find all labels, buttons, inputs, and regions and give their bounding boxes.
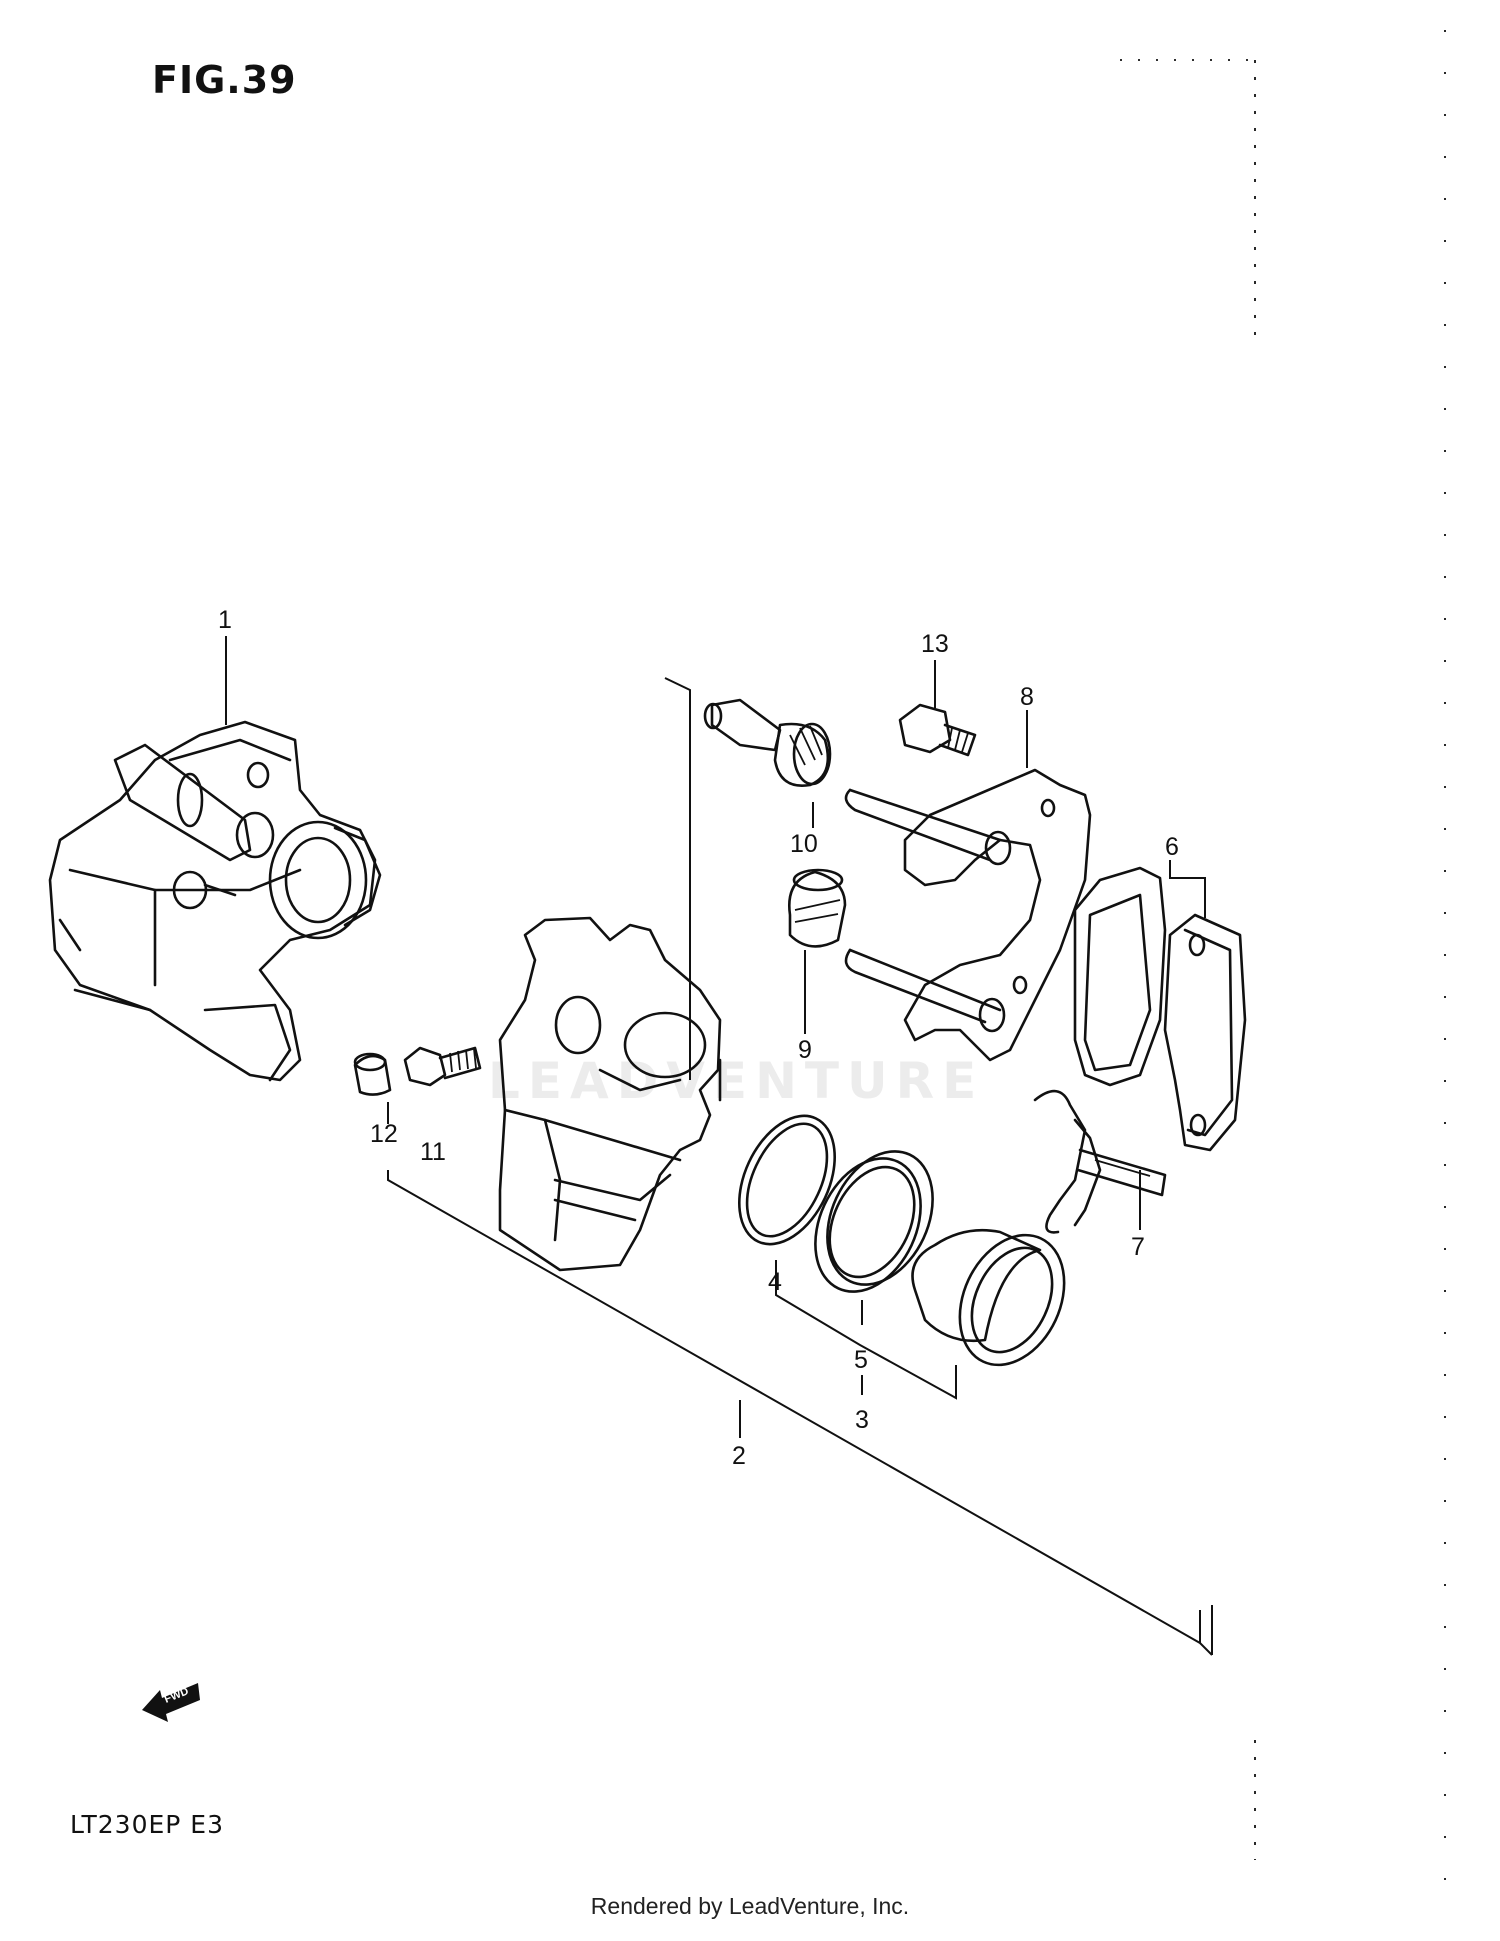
callout-13: 13 [921,630,949,658]
caliper-pin-part-10 [703,698,832,788]
callout-1: 1 [218,606,232,634]
watermark-text: LEADVENTURE [488,1052,985,1110]
figure-title: FIG.39 [152,58,297,102]
leader-lines [225,636,1213,1656]
callout-5: 5 [854,1346,868,1374]
caliper-assembly-part-1 [48,720,382,1082]
bleeder-screw-part-11 [403,1046,482,1087]
caliper-body-part-2 [498,916,722,1272]
fwd-arrow-icon: FWD [142,1683,200,1722]
pad-spring-part-7 [1033,1089,1167,1234]
callout-3: 3 [855,1406,869,1434]
piston-seal-part-4 [738,1114,836,1246]
dust-seal-part-5 [814,1150,934,1293]
render-credit: Rendered by LeadVenture, Inc. [590,1893,910,1919]
caliper-bracket-part-8 [844,768,1092,1062]
callout-2: 2 [732,1442,746,1470]
callout-8: 8 [1020,683,1034,711]
bolt-part-13 [898,703,977,757]
callout-11: 11 [420,1138,446,1166]
callout-12: 12 [370,1120,398,1148]
callout-4: 4 [768,1268,782,1296]
callout-labels: 1 13 8 10 6 9 12 11 7 4 5 3 2 [218,606,1179,1470]
callout-7: 7 [1131,1233,1145,1261]
callout-9: 9 [798,1036,812,1064]
callout-6: 6 [1165,833,1179,861]
piston-part-3 [911,1228,1066,1367]
pin-boot-part-9 [787,868,847,948]
brake-pad-set-part-6 [1073,866,1247,1152]
bleeder-cap-part-12 [353,1052,392,1096]
model-code: LT230EP E3 [70,1810,224,1839]
scan-margin-marks [1120,30,1446,1900]
callout-10: 10 [790,830,818,858]
